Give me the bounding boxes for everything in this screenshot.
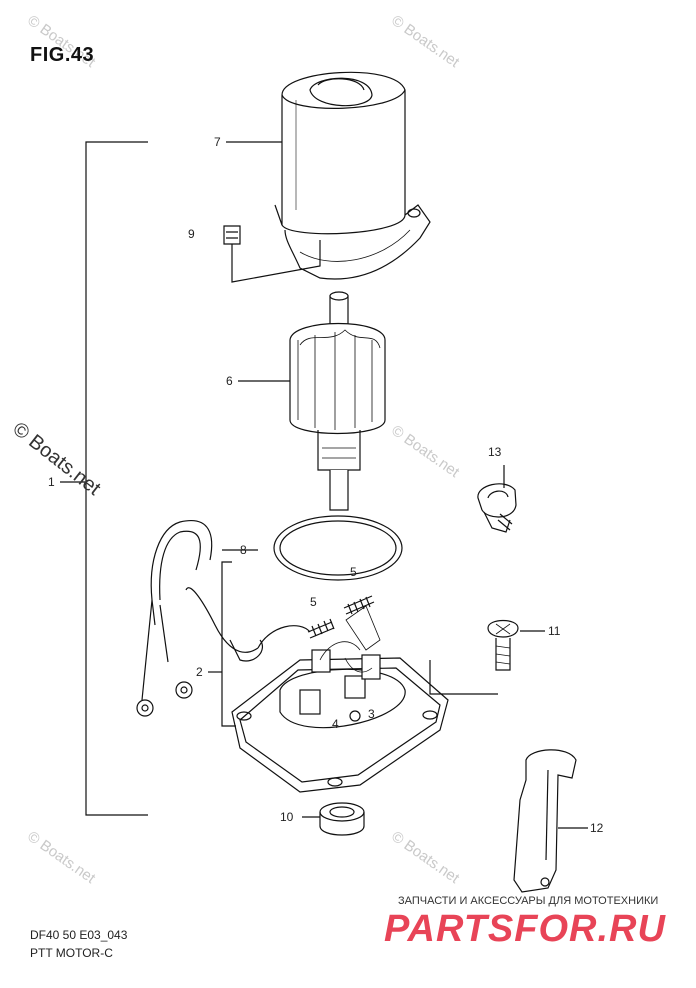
- wiring-harness-drawing: [136, 520, 311, 717]
- screw-9-drawing: [223, 225, 321, 283]
- callout-3: 3: [368, 707, 375, 721]
- o-ring-drawing: [273, 515, 403, 581]
- leader-line-2-8: [221, 561, 236, 727]
- armature-drawing: [289, 291, 386, 511]
- section-name: PTT MOTOR-C: [30, 946, 113, 960]
- clamp-13-drawing: [477, 483, 517, 533]
- bracket-12-drawing: [513, 749, 577, 893]
- assembly-bracket-line: [85, 141, 148, 816]
- figure-title: FIG.43: [30, 44, 95, 66]
- bolt-11-drawing: [429, 619, 519, 695]
- callout-4: 4: [332, 717, 339, 731]
- store-logo: PARTSFOR.RU: [384, 908, 666, 950]
- callout-10: 10: [280, 810, 294, 824]
- callout-9: 9: [188, 227, 195, 241]
- callout-2: 2: [196, 665, 203, 679]
- callout-12: 12: [590, 821, 604, 835]
- callout-5a: 5: [310, 595, 317, 609]
- callout-6: 6: [226, 374, 233, 388]
- store-tagline: ЗАПЧАСТИ И АКСЕССУАРЫ ДЛЯ МОТОТЕХНИКИ: [398, 895, 659, 907]
- callout-13: 13: [488, 445, 502, 459]
- callout-8: 8: [240, 543, 247, 557]
- motor-housing-drawing: [274, 71, 431, 280]
- callout-1: 1: [48, 475, 55, 489]
- brush-holder-plate-drawing: [231, 605, 449, 793]
- model-code: DF40 50 E03_043: [30, 928, 128, 942]
- callout-7: 7: [214, 135, 221, 149]
- seal-10-drawing: [319, 802, 365, 836]
- springs-drawing: [307, 595, 375, 639]
- callout-11: 11: [548, 624, 561, 638]
- callout-5b: 5: [350, 565, 357, 579]
